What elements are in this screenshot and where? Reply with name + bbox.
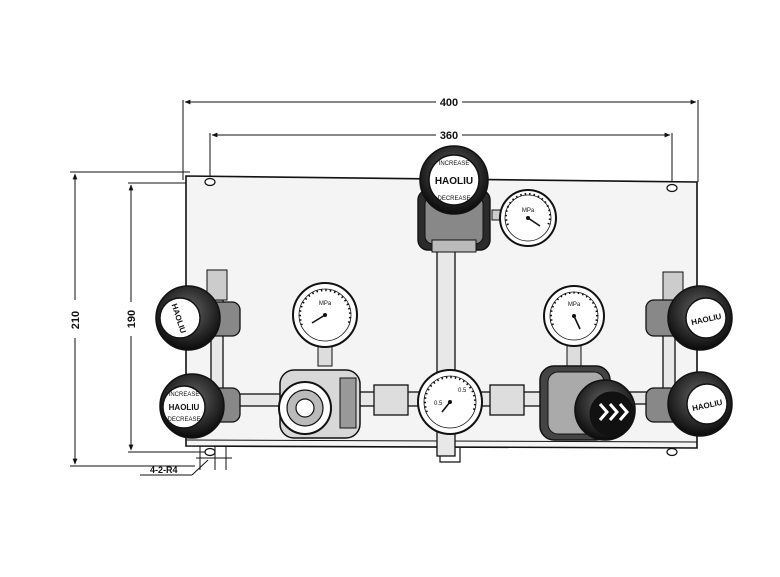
left-upper-valve: HAOLIU xyxy=(155,269,241,351)
mounting-hole-leader xyxy=(140,444,232,476)
gauge-unit-label: MPa xyxy=(319,301,332,307)
chevron-right-icon xyxy=(598,403,629,421)
gauge-needle xyxy=(311,314,326,324)
gauge-needle xyxy=(573,315,581,330)
top-knob-decrease-label: DECREASE xyxy=(437,196,470,202)
center-gauge-scale-low: 0.5 xyxy=(434,401,443,407)
mounting-hole-top-left xyxy=(204,177,216,187)
left-lower-knob-increase-label: INCREASE xyxy=(169,392,200,398)
mounting-holes-label: 4-2-R4 xyxy=(150,465,178,475)
left-regulator xyxy=(278,369,361,439)
dimension-overall-width xyxy=(182,99,699,182)
gauge-needle xyxy=(441,401,451,413)
dimension-190-label: 190 xyxy=(126,310,138,328)
left-upper-gauge: MPa xyxy=(292,282,358,367)
right-tee-fitting xyxy=(489,384,525,416)
top-right-gauge: MPa xyxy=(491,189,557,247)
dimension-400-label: 400 xyxy=(440,97,458,109)
right-lower-valve: HAOLIU xyxy=(645,371,733,437)
gauge-needle xyxy=(527,217,541,227)
left-upper-knob-face[interactable] xyxy=(159,297,201,339)
top-regulator: INCREASE HAOLIU DECREASE xyxy=(417,145,491,253)
left-lower-knob-decrease-label: DECREASE xyxy=(167,417,200,423)
right-regulator xyxy=(539,365,636,441)
right-lower-knob-face[interactable] xyxy=(686,383,728,425)
center-gauge: 0.5 0.5 xyxy=(417,369,483,435)
dimension-360-label: 360 xyxy=(440,130,458,142)
left-lower-knob-brand: HAOLIU xyxy=(169,403,200,412)
left-lower-valve: INCREASE HAOLIU DECREASE xyxy=(159,373,241,439)
gauge-unit-label: MPa xyxy=(568,302,581,308)
top-knob-increase-label: INCREASE xyxy=(439,161,470,167)
dimension-hole-spacing xyxy=(209,132,673,182)
right-upper-valve: HAOLIU xyxy=(645,271,733,351)
left-lower-knob-face[interactable] xyxy=(162,385,206,429)
top-knob-face[interactable] xyxy=(428,154,480,206)
dimension-overall-height xyxy=(70,171,195,467)
left-tee-fitting xyxy=(373,384,409,416)
top-knob-brand: HAOLIU xyxy=(435,176,473,187)
mounting-hole-bottom-right xyxy=(666,447,678,457)
right-upper-knob-face[interactable] xyxy=(685,297,727,339)
center-gauge-scale-high: 0.5 xyxy=(458,388,467,394)
mounting-hole-top-right xyxy=(666,183,678,193)
mounting-hole-bottom-left xyxy=(204,447,216,457)
gauge-unit-label: MPa xyxy=(522,208,535,214)
dimension-210-label: 210 xyxy=(70,311,82,329)
